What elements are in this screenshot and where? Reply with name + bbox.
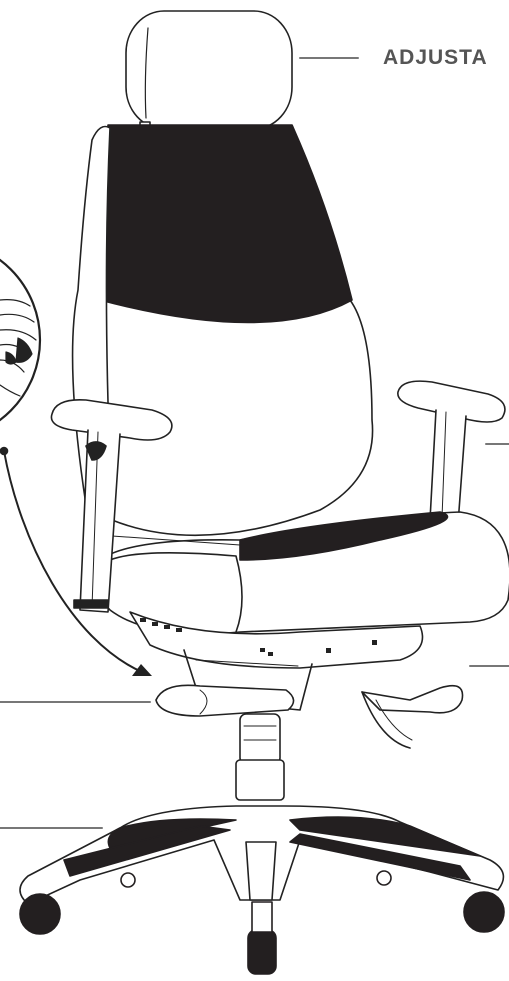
armrest-right <box>398 381 505 524</box>
chair-base <box>20 806 503 904</box>
headrest-callout-label: ADJUSTA <box>383 46 488 70</box>
headrest <box>126 11 292 140</box>
seat-mechanism <box>130 612 463 748</box>
magnifier-detail-circle <box>0 240 40 440</box>
gas-cylinder <box>236 714 284 800</box>
